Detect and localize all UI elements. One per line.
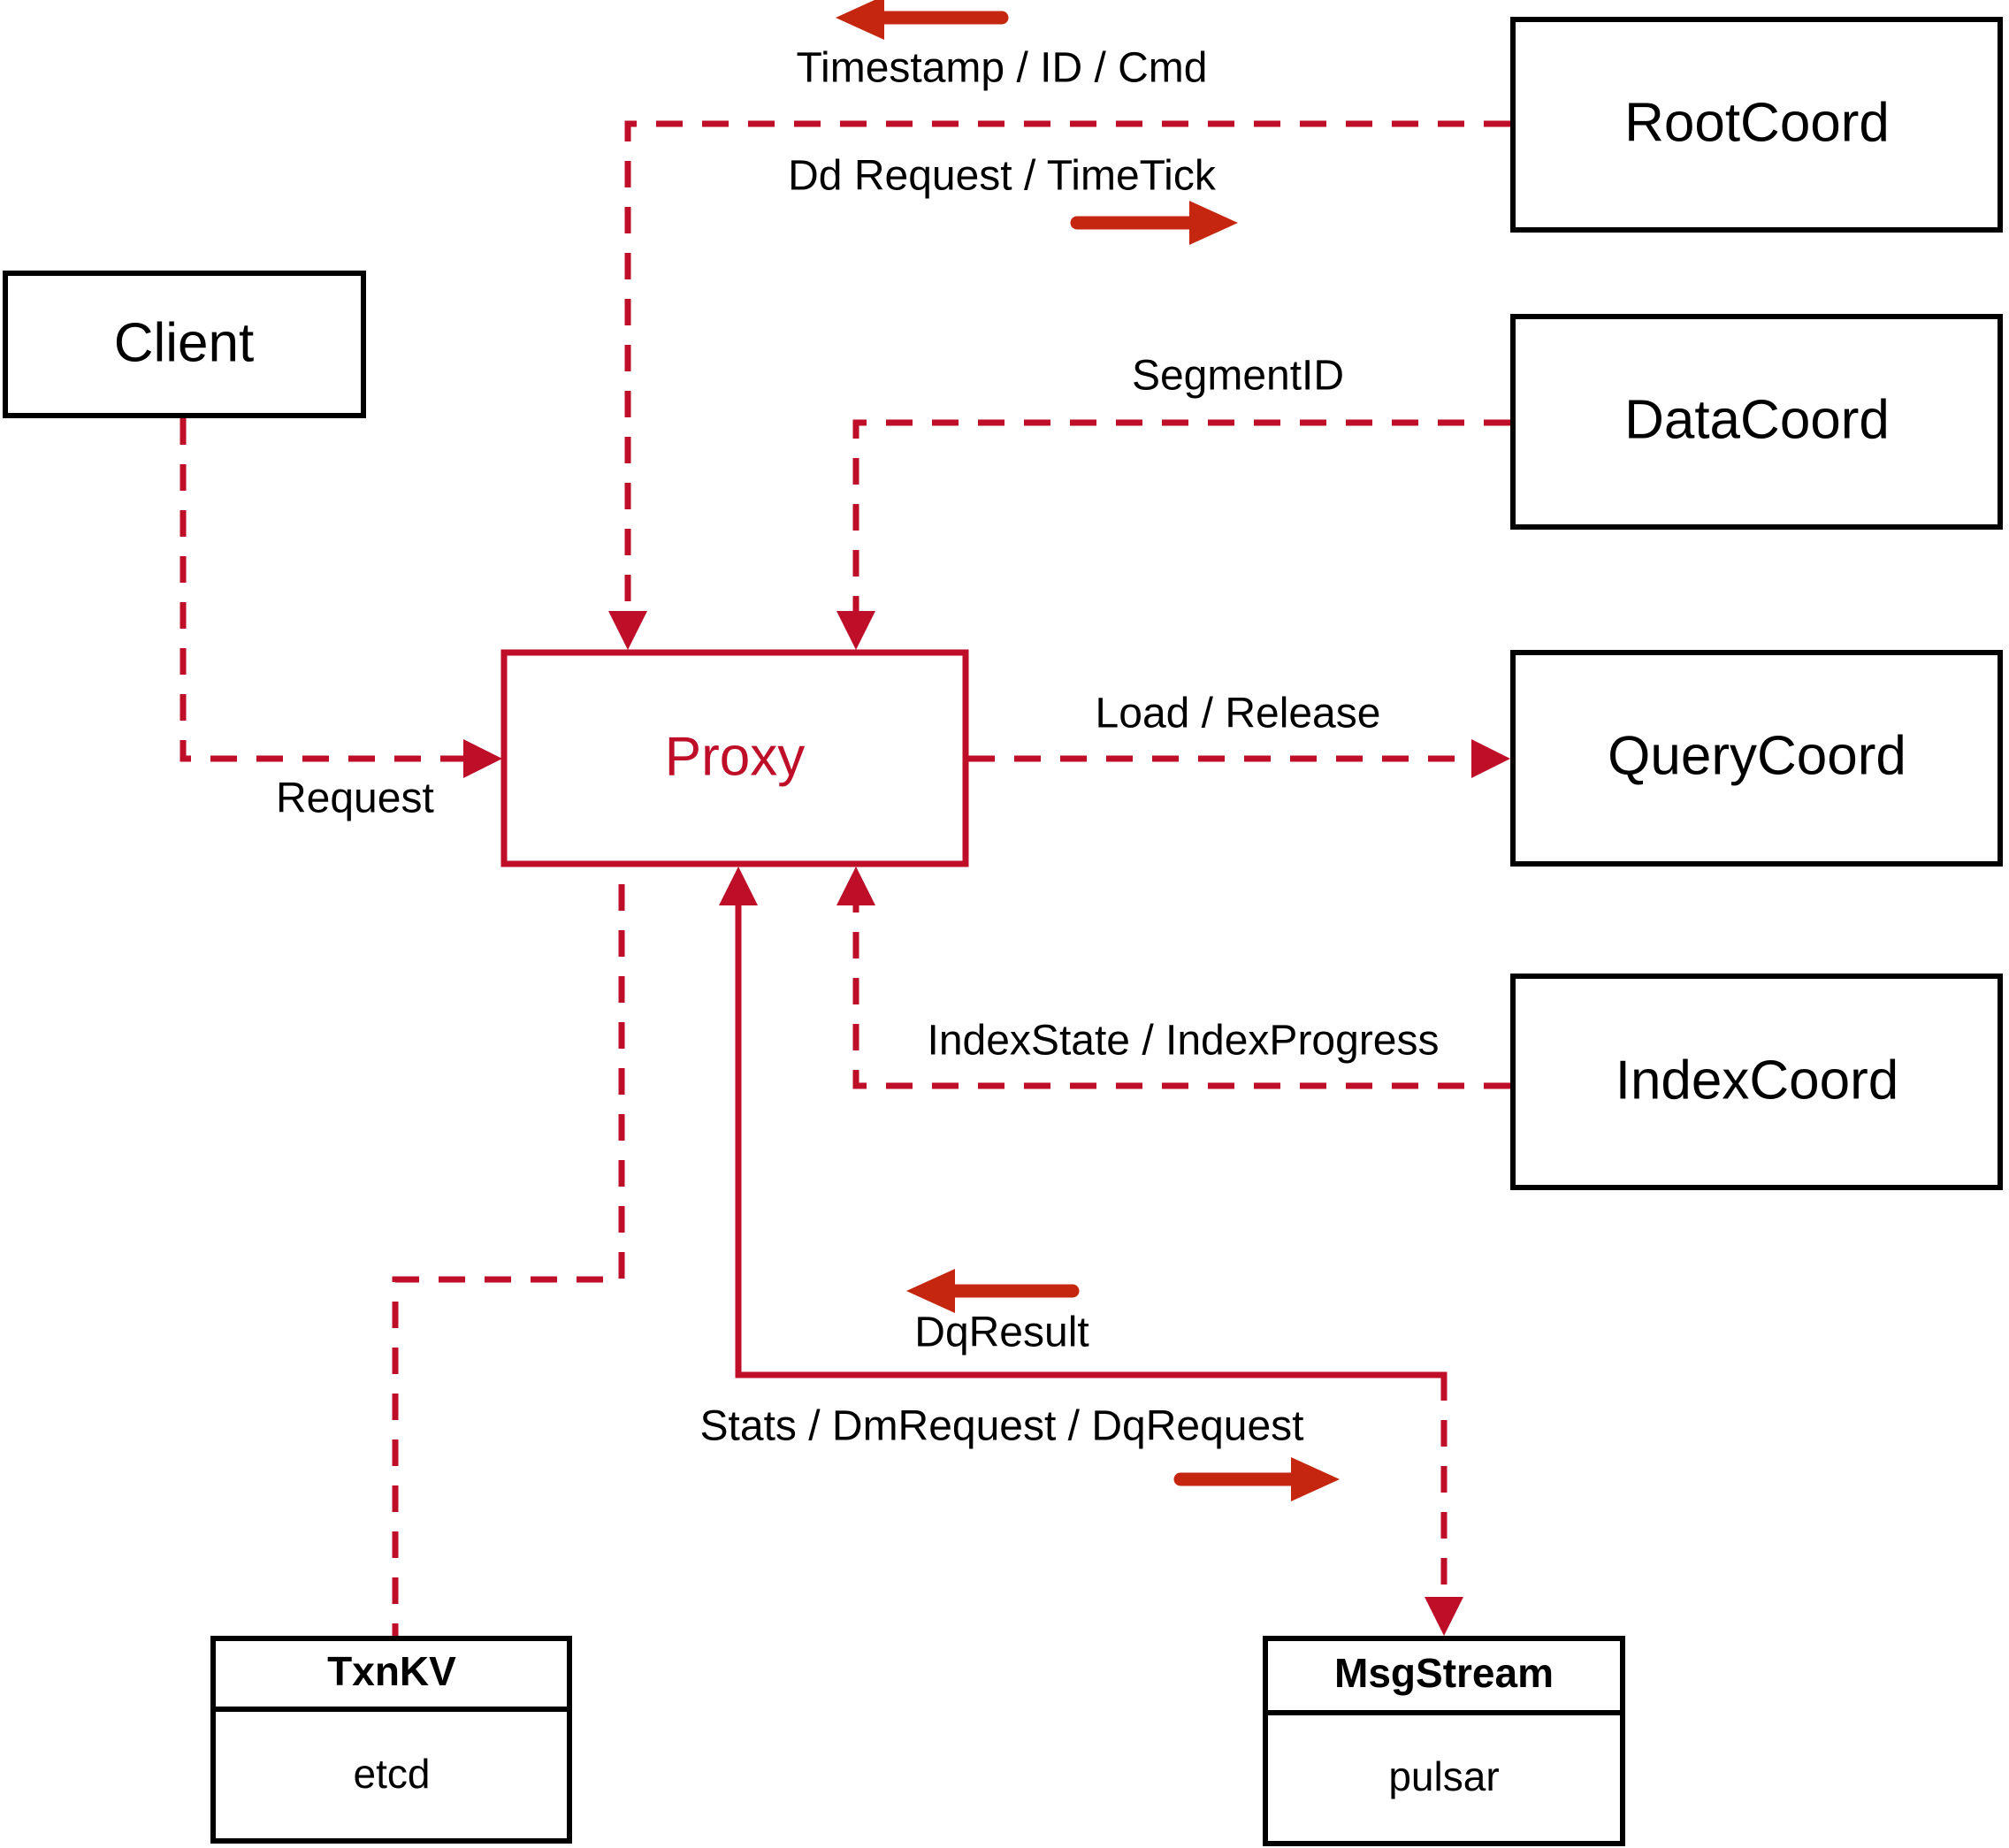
edge-rootcoord-to-proxy bbox=[608, 120, 1510, 650]
dd-request-timetick-arrow bbox=[1070, 201, 1238, 245]
node-msgstream-title: MsgStream bbox=[1334, 1650, 1554, 1696]
dir-arrow-head-3 bbox=[906, 1269, 955, 1313]
node-proxy[interactable]: Proxy bbox=[500, 649, 969, 867]
node-txnkv[interactable]: TxnKV etcd bbox=[210, 1636, 572, 1844]
arrowhead-into-proxy-top-left bbox=[608, 611, 647, 650]
dir-arrow-head-2 bbox=[1189, 201, 1238, 245]
stats-dmrequest-dqrequest-arrow bbox=[1173, 1457, 1340, 1501]
node-datacoord[interactable]: DataCoord bbox=[1510, 314, 2003, 530]
edge-proxy-to-querycoord bbox=[968, 739, 1510, 778]
edge-label-dqresult: DqResult bbox=[914, 1310, 1089, 1356]
node-msgstream-box[interactable] bbox=[1263, 1636, 1625, 1846]
node-txnkv-box[interactable] bbox=[210, 1636, 572, 1844]
edge-path-msgstream-to-proxy bbox=[735, 884, 1444, 1378]
edge-path-client-to-proxy bbox=[180, 418, 485, 762]
edge-path-proxy-to-txnkv bbox=[392, 884, 625, 1636]
edge-label-indexstate-indexprogress: IndexState / IndexProgress bbox=[928, 1018, 1440, 1065]
edge-path-proxy-to-msgstream bbox=[735, 884, 1448, 1618]
edge-path-datacoord-to-proxy bbox=[852, 419, 1510, 632]
node-rootcoord-box[interactable] bbox=[1510, 17, 2003, 233]
node-querycoord[interactable]: QueryCoord bbox=[1510, 650, 2003, 867]
edge-label-dd-request-timetick: Dd Request / TimeTick bbox=[788, 153, 1217, 200]
edge-label-load-release: Load / Release bbox=[1096, 691, 1381, 737]
dir-arrow-head-1 bbox=[836, 0, 884, 40]
node-msgstream[interactable]: MsgStream pulsar bbox=[1263, 1636, 1625, 1846]
arrowhead-into-proxy-top-right bbox=[836, 611, 875, 650]
edge-label-stats-dmrequest-dqrequest: Stats / DmRequest / DqRequest bbox=[700, 1403, 1304, 1450]
node-txnkv-title: TxnKV bbox=[327, 1648, 456, 1694]
node-client-label: Client bbox=[114, 312, 255, 373]
arrowhead-into-proxy-bottom-right bbox=[836, 867, 875, 905]
node-querycoord-label: QueryCoord bbox=[1608, 725, 1906, 786]
node-proxy-label: Proxy bbox=[665, 726, 805, 787]
edge-client-to-proxy bbox=[180, 418, 502, 778]
edge-proxy-to-msgstream bbox=[735, 884, 1463, 1636]
edge-proxy-to-txnkv bbox=[392, 884, 625, 1636]
arrowhead-into-querycoord bbox=[1471, 739, 1510, 778]
node-txnkv-impl: etcd bbox=[354, 1751, 431, 1797]
node-proxy-box[interactable] bbox=[500, 649, 969, 867]
arrowhead-into-msgstream bbox=[1425, 1597, 1463, 1636]
node-datacoord-label: DataCoord bbox=[1624, 389, 1890, 450]
dir-arrow-head-4 bbox=[1291, 1457, 1340, 1501]
edge-path-rootcoord-to-proxy bbox=[624, 120, 1510, 632]
timestamp-id-cmd-arrow bbox=[836, 0, 1009, 40]
edge-label-request: Request bbox=[276, 775, 434, 822]
node-indexcoord-box[interactable] bbox=[1510, 974, 2003, 1190]
node-client[interactable]: Client bbox=[3, 271, 366, 418]
arrowhead-into-proxy-left bbox=[463, 739, 502, 778]
node-querycoord-box[interactable] bbox=[1510, 650, 2003, 867]
node-rootcoord[interactable]: RootCoord bbox=[1510, 17, 2003, 233]
edge-datacoord-to-proxy bbox=[836, 419, 1510, 650]
edge-path-indexcoord-to-proxy bbox=[852, 884, 1510, 1089]
edge-label-timestamp-id-cmd: Timestamp / ID / Cmd bbox=[797, 45, 1208, 92]
node-indexcoord[interactable]: IndexCoord bbox=[1510, 974, 2003, 1190]
node-rootcoord-label: RootCoord bbox=[1624, 92, 1890, 153]
node-indexcoord-label: IndexCoord bbox=[1616, 1050, 1899, 1111]
node-msgstream-impl: pulsar bbox=[1388, 1753, 1499, 1799]
edge-indexcoord-to-proxy bbox=[836, 867, 1510, 1089]
edge-label-segmentid: SegmentID bbox=[1132, 353, 1344, 400]
dqresult-arrow bbox=[906, 1269, 1080, 1313]
node-client-box[interactable] bbox=[3, 271, 366, 418]
node-datacoord-box[interactable] bbox=[1510, 314, 2003, 530]
edge-msgstream-to-proxy bbox=[719, 867, 1444, 1378]
